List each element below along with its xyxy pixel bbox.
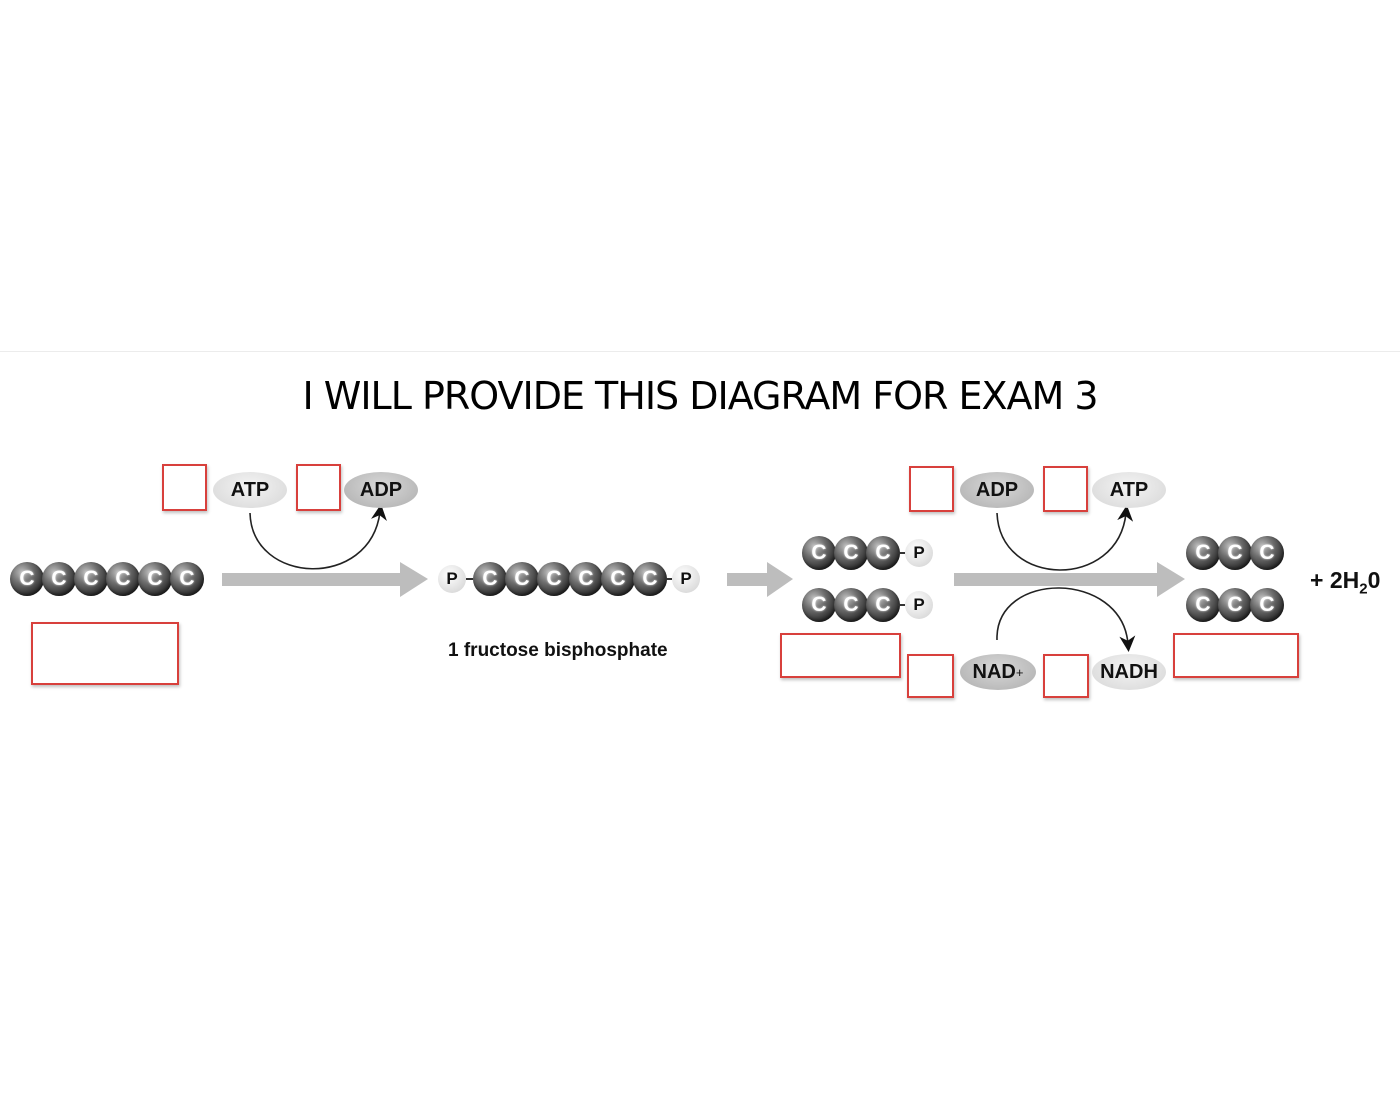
adp-pill-2: ADP xyxy=(960,472,1034,508)
answer-box-pyruvate[interactable] xyxy=(1173,633,1299,678)
carbon-atom: C xyxy=(866,536,900,570)
answer-box-glucose[interactable] xyxy=(31,622,179,685)
phosphate-group: P xyxy=(672,565,700,593)
answer-box-nad-count[interactable] xyxy=(907,654,954,698)
answer-box-adp-count-1[interactable] xyxy=(296,464,341,511)
g3p-molecule-bottom: C C C P xyxy=(802,588,933,622)
carbon-atom: C xyxy=(601,562,635,596)
carbon-atom: C xyxy=(866,588,900,622)
answer-box-adp-count-2[interactable] xyxy=(909,466,954,512)
carbon-atom: C xyxy=(834,588,868,622)
carbon-atom: C xyxy=(802,536,836,570)
phosphate-group: P xyxy=(905,539,933,567)
carbon-atom: C xyxy=(569,562,603,596)
adp-pill: ADP xyxy=(344,472,418,508)
carbon-atom: C xyxy=(170,562,204,596)
carbon-atom: C xyxy=(1250,536,1284,570)
pyruvate-molecule-top: C C C xyxy=(1186,536,1284,570)
nad-plus-pill: NAD+ xyxy=(960,654,1036,690)
reaction-arrow-2 xyxy=(727,562,793,597)
carbon-atom: C xyxy=(1186,588,1220,622)
bond xyxy=(898,552,905,554)
answer-box-nadh-count[interactable] xyxy=(1043,654,1089,698)
carbon-atom: C xyxy=(106,562,140,596)
page-divider xyxy=(0,351,1400,352)
fructose-bisphosphate-molecule: P C C C C C C P xyxy=(438,562,700,596)
carbon-atom: C xyxy=(537,562,571,596)
phosphate-group: P xyxy=(905,591,933,619)
carbon-atom: C xyxy=(633,562,667,596)
carbon-atom: C xyxy=(74,562,108,596)
carbon-atom: C xyxy=(1218,588,1252,622)
carbon-atom: C xyxy=(834,536,868,570)
carbon-atom: C xyxy=(42,562,76,596)
atp-pill: ATP xyxy=(213,472,287,508)
atp-pill-2: ATP xyxy=(1092,472,1166,508)
carbon-atom: C xyxy=(802,588,836,622)
reaction-arrow-3 xyxy=(954,562,1185,597)
pyruvate-molecule-bottom: C C C xyxy=(1186,588,1284,622)
carbon-atom: C xyxy=(1186,536,1220,570)
page-title: I WILL PROVIDE THIS DIAGRAM FOR EXAM 3 xyxy=(302,374,1098,418)
carbon-atom: C xyxy=(138,562,172,596)
answer-box-atp-count-1[interactable] xyxy=(162,464,207,511)
carbon-atom: C xyxy=(505,562,539,596)
answer-box-g3p[interactable] xyxy=(780,633,901,678)
phosphate-group: P xyxy=(438,565,466,593)
answer-box-atp-count-2[interactable] xyxy=(1043,466,1088,512)
glucose-molecule: C C C C C C xyxy=(10,562,204,596)
bond xyxy=(466,578,473,580)
bond xyxy=(898,604,905,606)
carbon-atom: C xyxy=(1218,536,1252,570)
carbon-atom: C xyxy=(10,562,44,596)
reaction-arrow-1 xyxy=(222,562,428,597)
nadh-pill: NADH xyxy=(1092,654,1166,690)
carbon-atom: C xyxy=(473,562,507,596)
water-product-label: + 2H20 xyxy=(1310,567,1381,598)
carbon-atom: C xyxy=(1250,588,1284,622)
g3p-molecule-top: C C C P xyxy=(802,536,933,570)
bond xyxy=(665,578,672,580)
fructose-bisphosphate-label: 1 fructose bisphosphate xyxy=(448,640,668,661)
